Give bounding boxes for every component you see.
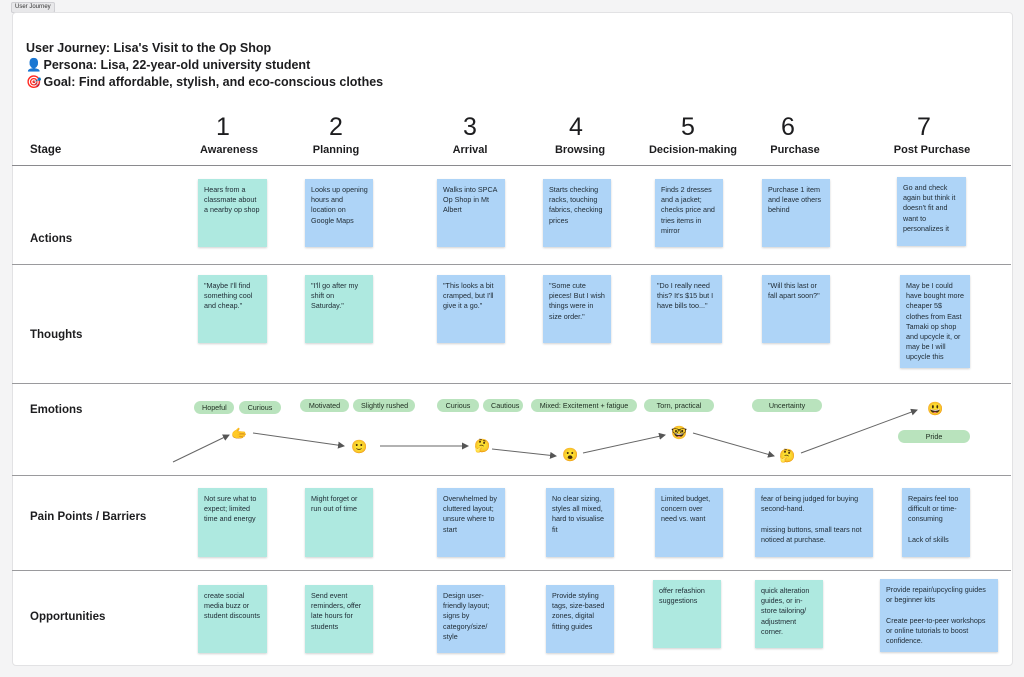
thought-note-post-purchase[interactable]: May be I could have bought more cheaper …: [900, 275, 970, 368]
opportunity-note-decision[interactable]: offer refashion suggestions: [653, 580, 721, 648]
stage-name-decision-making: Decision-making: [648, 144, 738, 156]
opportunity-note-browsing[interactable]: Provide styling tags, size-based zones, …: [546, 585, 614, 653]
action-note-awareness[interactable]: Hears from a classmate about a nearby op…: [198, 179, 267, 247]
stage-name-purchase: Purchase: [770, 144, 820, 156]
emotion-pill-uncertainty[interactable]: Uncertainty: [752, 399, 822, 412]
emotion-pill-curious-2[interactable]: Curious: [437, 399, 479, 412]
opportunity-note-awareness[interactable]: create social media buzz or student disc…: [198, 585, 267, 653]
row-label-thoughts: Thoughts: [30, 329, 83, 341]
slight-smile-face-icon: 🙂: [351, 439, 368, 454]
pain-note-decision[interactable]: Limited budget, concern over need vs. wa…: [655, 488, 723, 557]
row-label-opportunities: Opportunities: [30, 611, 106, 623]
stage-name-arrival: Arrival: [452, 144, 488, 156]
thought-note-planning[interactable]: "I'll go after my shift on Saturday.": [305, 275, 373, 343]
action-note-arrival[interactable]: Walks into SPCA Op Shop in Mt Albert: [437, 179, 505, 247]
stage-number-3: 3: [463, 113, 477, 141]
hand-pointing-icon: 🫱: [231, 426, 248, 441]
surprised-face-icon: 😮: [562, 447, 579, 462]
stage-number-6: 6: [781, 113, 795, 141]
row-divider: [12, 383, 1011, 384]
goal-line: 🎯 Goal: Find affordable, stylish, and ec…: [26, 75, 383, 90]
pain-note-planning[interactable]: Might forget or run out of time: [305, 488, 373, 557]
stage-name-awareness: Awareness: [200, 144, 258, 156]
stage-name-browsing: Browsing: [554, 144, 606, 156]
opportunity-note-planning[interactable]: Send event reminders, offer late hours f…: [305, 585, 373, 653]
goal-icon: 🎯: [26, 75, 42, 89]
pain-note-arrival[interactable]: Overwhelmed by cluttered layout; unsure …: [437, 488, 505, 557]
stage-number-2: 2: [329, 113, 343, 141]
row-label-emotions: Emotions: [30, 404, 83, 416]
stage-number-5: 5: [681, 113, 695, 141]
emotion-pill-torn[interactable]: Torn, practical: [644, 399, 714, 412]
pain-note-purchase[interactable]: fear of being judged for buying second-h…: [755, 488, 873, 557]
action-note-planning[interactable]: Looks up opening hours and location on G…: [305, 179, 373, 247]
nerd-face-icon: 🤓: [671, 425, 688, 440]
persona-text: Persona: Lisa, 22-year-old university st…: [43, 58, 311, 72]
action-note-browsing[interactable]: Starts checking racks, touching fabrics,…: [543, 179, 611, 247]
emotion-pill-pride[interactable]: Pride: [898, 430, 970, 443]
persona-icon: 👤: [26, 58, 42, 72]
opportunity-note-arrival[interactable]: Design user-friendly layout; signs by ca…: [437, 585, 505, 653]
grinning-face-icon: 😃: [927, 401, 944, 416]
emotion-pill-hopeful[interactable]: Hopeful: [194, 401, 234, 414]
emotion-pill-mixed[interactable]: Mixed: Excitement + fatigue: [531, 399, 637, 412]
emotion-pill-curious[interactable]: Curious: [239, 401, 281, 414]
row-divider: [12, 264, 1011, 265]
opportunity-note-post-purchase[interactable]: Provide repair/upcycling guides or begin…: [880, 579, 998, 652]
stage-number-1: 1: [216, 113, 230, 141]
action-note-decision[interactable]: Finds 2 dresses and a jacket; checks pri…: [655, 179, 723, 247]
stage-number-4: 4: [569, 113, 583, 141]
row-divider: [12, 475, 1011, 476]
row-divider: [12, 570, 1011, 571]
stage-name-post-purchase: Post Purchase: [893, 144, 971, 156]
pain-note-post-purchase[interactable]: Repairs feel too difficult or time-consu…: [902, 488, 970, 557]
row-label-actions: Actions: [30, 233, 73, 245]
action-note-purchase[interactable]: Purchase 1 item and leave others behind: [762, 179, 830, 247]
stage-row-label: Stage: [30, 144, 62, 156]
stage-name-planning: Planning: [312, 144, 360, 156]
pain-note-browsing[interactable]: No clear sizing, styles all mixed, hard …: [546, 488, 614, 557]
action-note-post-purchase[interactable]: Go and check again but think it doesn't …: [897, 177, 966, 246]
thought-note-awareness[interactable]: "Maybe I'll find something cool and chea…: [198, 275, 267, 343]
page-title: User Journey: Lisa's Visit to the Op Sho…: [26, 41, 272, 55]
thought-note-browsing[interactable]: "Some cute pieces! But I wish things wer…: [543, 275, 611, 343]
journey-board: [12, 12, 1013, 666]
row-label-pain-points: Pain Points / Barriers: [30, 511, 147, 523]
row-divider: [12, 165, 1011, 166]
thought-note-decision[interactable]: "Do I really need this? It's $15 but I h…: [651, 275, 722, 343]
opportunity-note-purchase[interactable]: quick alteration guides, or in-store tai…: [755, 580, 823, 648]
thinking-face-icon-2: 🤔: [779, 448, 796, 463]
emotion-pill-slightly-rushed[interactable]: Slightly rushed: [353, 399, 415, 412]
thought-note-purchase[interactable]: "Will this last or fall apart soon?": [762, 275, 830, 343]
pain-note-awareness[interactable]: Not sure what to expect; limited time an…: [198, 488, 267, 557]
emotion-pill-motivated[interactable]: Motivated: [300, 399, 349, 412]
goal-text: Goal: Find affordable, stylish, and eco-…: [43, 75, 384, 89]
emotion-pill-cautious[interactable]: Cautious: [483, 399, 523, 412]
stage-number-7: 7: [917, 113, 931, 141]
thinking-face-icon: 🤔: [474, 438, 491, 453]
thought-note-arrival[interactable]: "This looks a bit cramped, but I'll give…: [437, 275, 505, 343]
persona-line: 👤 Persona: Lisa, 22-year-old university …: [26, 58, 310, 73]
